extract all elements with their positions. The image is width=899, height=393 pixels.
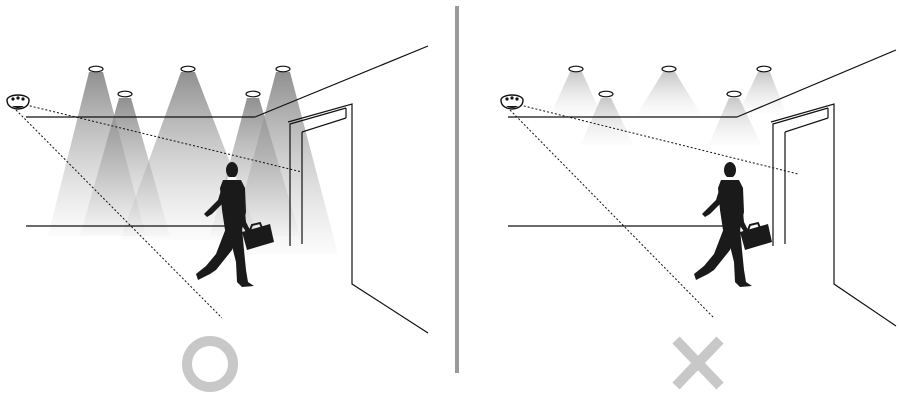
ceiling-light-icon	[275, 65, 291, 73]
room-outline	[26, 45, 429, 334]
ceiling-light-icon	[756, 65, 772, 73]
ceiling-light-icon	[598, 90, 614, 98]
camera-fov	[15, 103, 303, 319]
camera-fov	[509, 103, 799, 319]
ceiling-light-icon	[661, 65, 677, 73]
panel-correct	[6, 45, 429, 392]
light-cone-2	[580, 98, 634, 146]
circle-o-icon	[182, 336, 238, 392]
ceiling-light-icon	[180, 65, 196, 73]
light-cone-3	[636, 72, 702, 116]
light-cone-4	[708, 98, 762, 146]
ceiling-light-icon	[117, 90, 133, 98]
ceiling-light-icon	[568, 65, 584, 73]
dome-camera-icon	[6, 94, 30, 110]
ceiling-light-icon	[88, 65, 104, 73]
light-cone-5	[228, 72, 338, 254]
light-cones-bright	[48, 72, 338, 254]
cross-x-icon	[672, 336, 724, 390]
light-cone-5	[738, 72, 786, 114]
panel-incorrect	[500, 49, 897, 390]
dome-camera-icon	[500, 94, 524, 110]
room-outline	[508, 49, 897, 327]
ceiling-light-icon	[245, 90, 261, 98]
person-walking-icon	[693, 161, 773, 288]
light-cones-dim	[550, 72, 786, 146]
ceiling-light-icon	[726, 90, 742, 98]
light-cone-1	[550, 72, 602, 116]
